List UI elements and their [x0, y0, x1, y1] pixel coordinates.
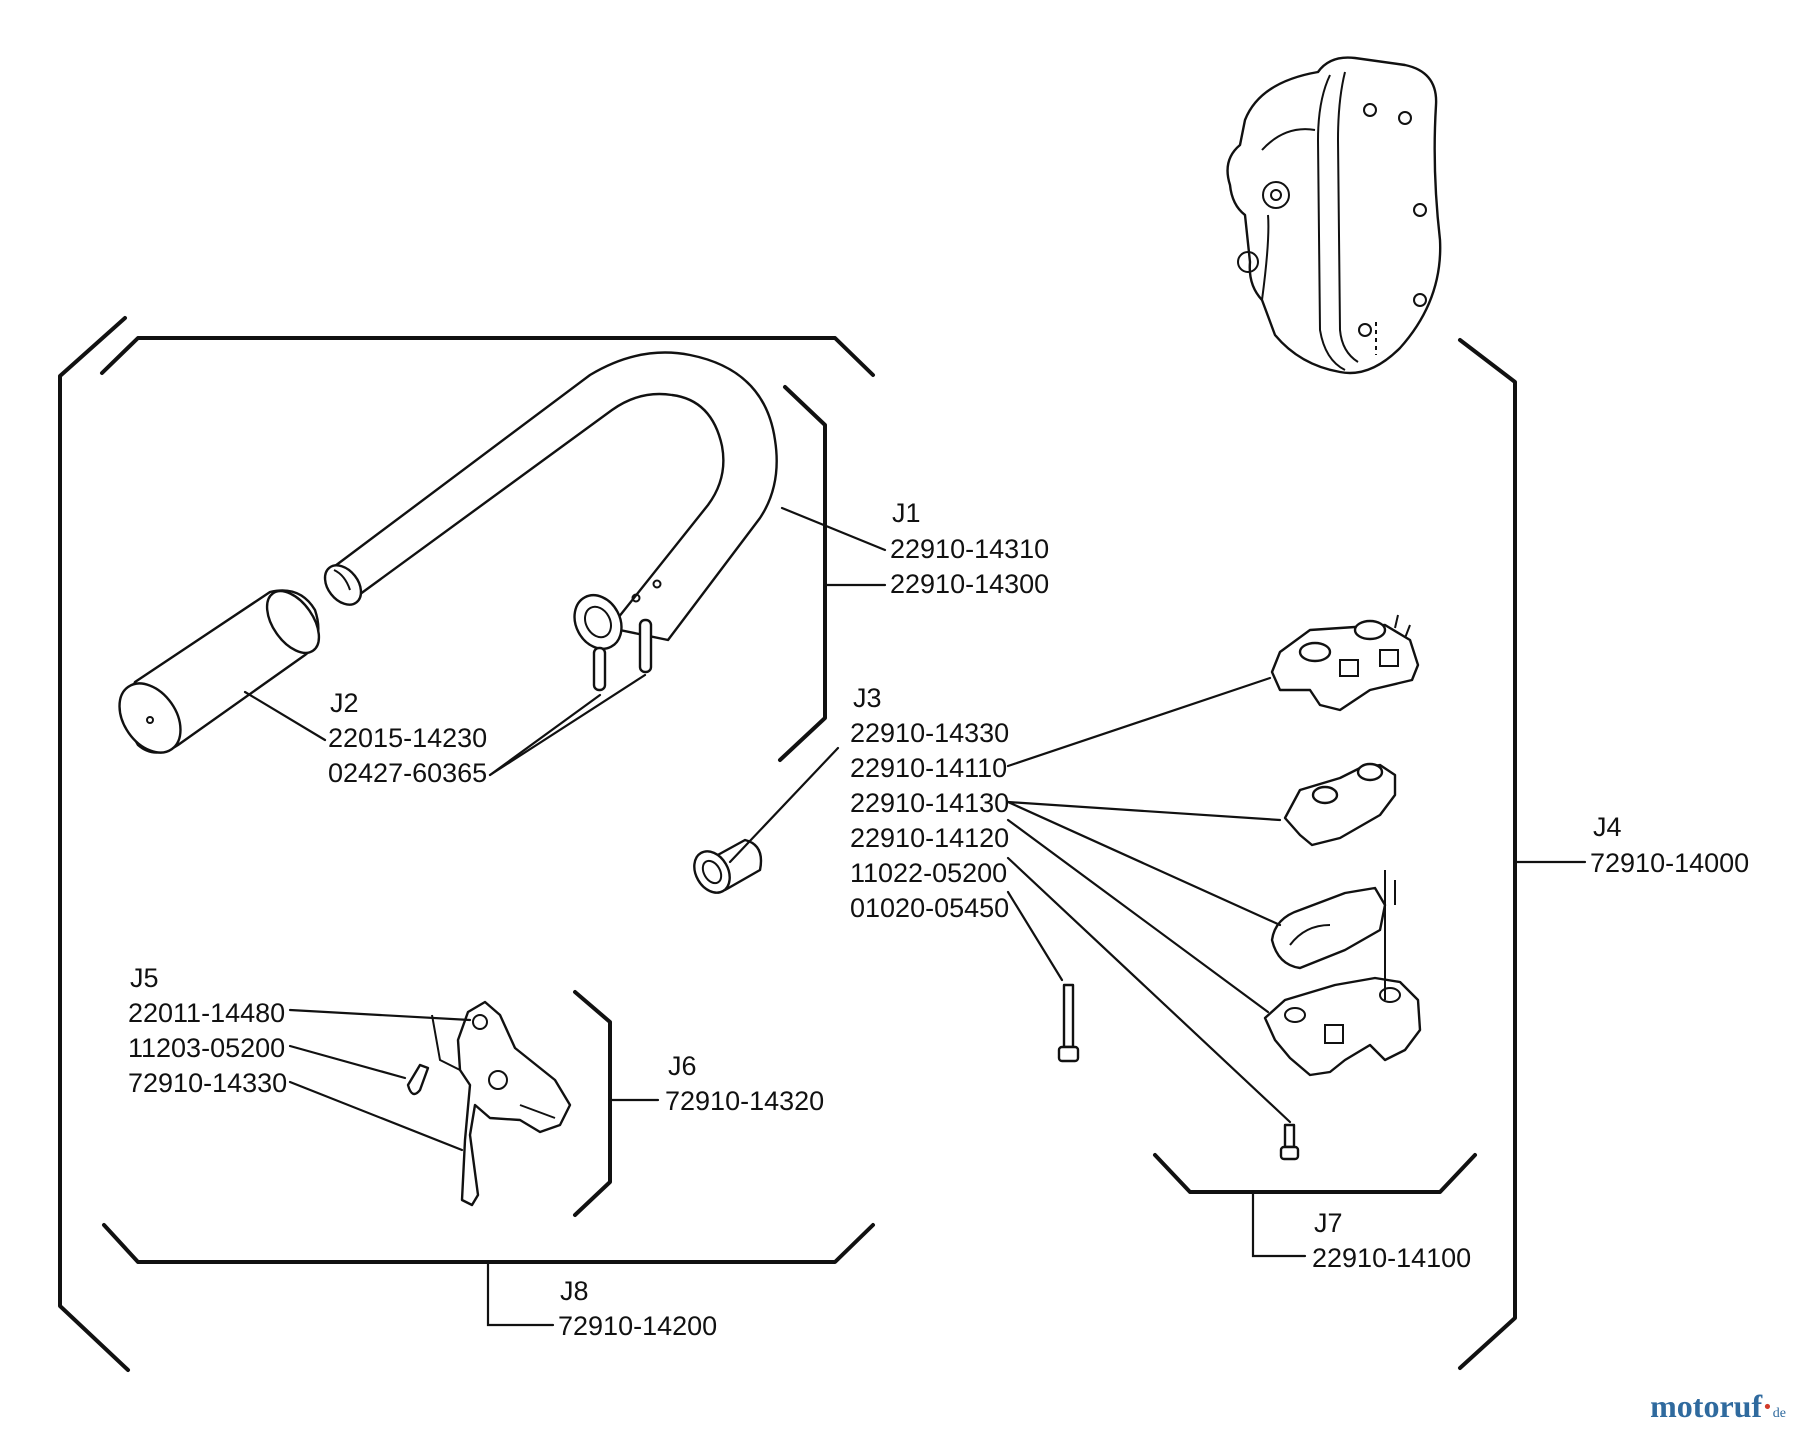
label-j2-part-2: 02427-60365: [328, 758, 487, 788]
grip-drawing: [118, 589, 321, 754]
label-j5-code: J5: [130, 963, 159, 993]
small-pin-drawing: [406, 1063, 430, 1096]
label-j3-part-6: 01020-05450: [850, 893, 1009, 923]
short-bolt-drawing: [1279, 1123, 1300, 1161]
label-j5-part-1: 22011-14480: [128, 998, 285, 1028]
long-bolt-drawing: [1057, 983, 1080, 1063]
bracket-j4: [1458, 338, 1517, 1370]
label-j4-code: J4: [1593, 812, 1622, 842]
watermark-logo: motoruf·de: [1650, 1388, 1786, 1425]
pins-drawing: [592, 618, 653, 692]
label-j7-code: J7: [1314, 1208, 1343, 1238]
bracket-j1: [778, 385, 827, 762]
label-j3-part-4: 22910-14120: [850, 823, 1009, 853]
label-j5-part-3: 72910-14330: [128, 1068, 287, 1098]
label-j1-code: J1: [892, 498, 921, 528]
label-j6-code: J6: [668, 1051, 697, 1081]
watermark-main: motoruf: [1650, 1388, 1763, 1424]
bracket-j7: [1153, 1153, 1477, 1194]
label-j2-part-1: 22015-14230: [328, 723, 487, 753]
clamp-top-drawing: [1270, 614, 1420, 712]
watermark-sub: de: [1772, 1406, 1786, 1421]
label-j3-part-5: 11022-05200: [850, 858, 1007, 888]
leader-lines: [243, 506, 1587, 1327]
bracket-j6: [573, 990, 612, 1217]
part-drawings: [118, 56, 1442, 1207]
label-j1-part-2: 22910-14300: [890, 569, 1049, 599]
clamp-lower-drawing: [1270, 875, 1396, 970]
throttle-lever-drawing: [431, 1000, 572, 1207]
label-j3-part-3: 22910-14130: [850, 788, 1009, 818]
watermark-dot: ·: [1762, 1388, 1773, 1424]
label-j4-part-1: 72910-14000: [1590, 848, 1749, 878]
labels: J1 22910-14310 22910-14300 J2 22015-1423…: [128, 498, 1749, 1341]
label-j6-part-1: 72910-14320: [665, 1086, 824, 1116]
bracket-j8-top: [100, 336, 875, 377]
assembly-brackets: [58, 316, 1517, 1372]
label-j1-part-1: 22910-14310: [890, 534, 1049, 564]
label-j3-part-1: 22910-14330: [850, 718, 1009, 748]
label-j2-code: J2: [330, 688, 359, 718]
label-j3-code: J3: [853, 683, 882, 713]
label-j5-part-2: 11203-05200: [128, 1033, 285, 1063]
label-j8-code: J8: [560, 1276, 589, 1306]
label-j7-part-1: 22910-14100: [1312, 1243, 1471, 1273]
bushing-drawing: [693, 838, 763, 894]
label-j8-part-1: 72910-14200: [558, 1311, 717, 1341]
bracket-j8-bottom: [102, 1223, 875, 1264]
clamp-base-drawing: [1263, 870, 1422, 1077]
label-j3-part-2: 22910-14110: [850, 753, 1007, 783]
handle-bar-drawing: [323, 351, 778, 650]
clamp-half-drawing: [1283, 762, 1397, 847]
bracket-j8-outer-left: [58, 316, 130, 1372]
engine-housing-drawing: [1226, 56, 1442, 375]
